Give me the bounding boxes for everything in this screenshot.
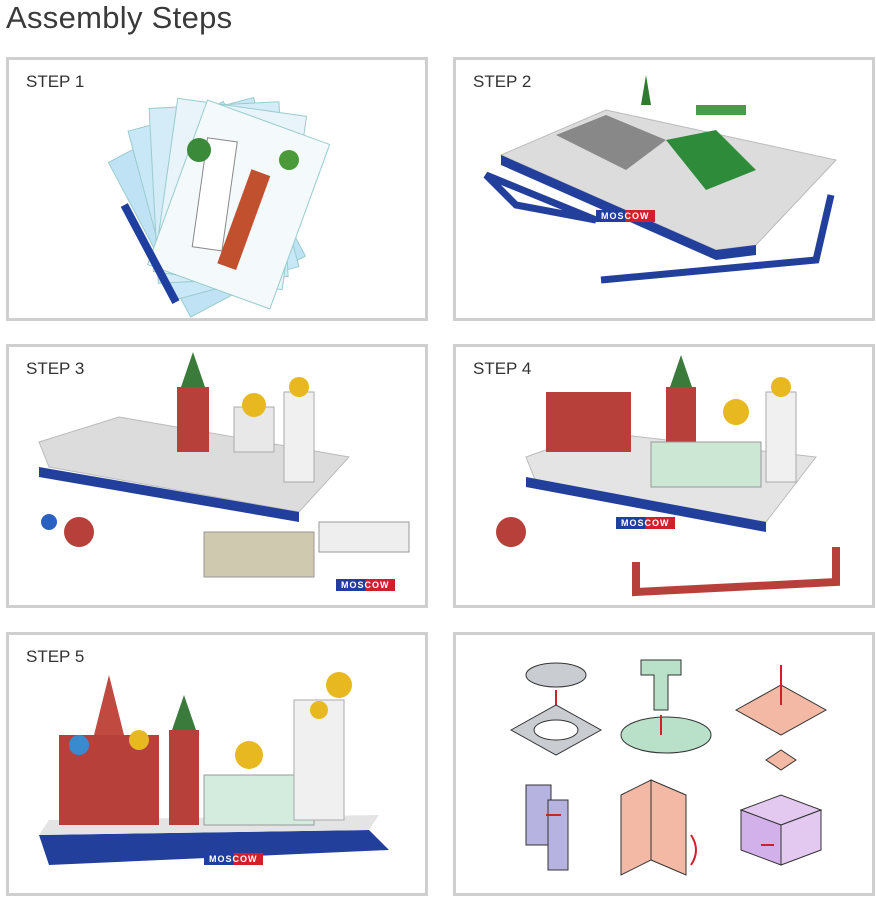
- moscow-badge: MOSCOW: [616, 517, 675, 529]
- fold-tab-icon: [620, 779, 697, 876]
- step-1-panel: STEP 1: [6, 57, 428, 321]
- step-5-panel: STEP 5 MOSCOW: [6, 632, 428, 896]
- cross-tab-insert-icon: [734, 665, 828, 771]
- round-tab-insert-icon: [509, 662, 603, 756]
- completed-model-image: [39, 672, 389, 865]
- step-4-panel: STEP 4 MOSCOW: [453, 344, 875, 608]
- t-tab-insert-icon: [620, 659, 712, 754]
- step-1-label: STEP 1: [26, 72, 85, 91]
- step-3-panel: STEP 3 MOSCOW: [6, 344, 428, 608]
- step-4-label: STEP 4: [473, 359, 532, 378]
- assembly-instructions-panel: [453, 632, 875, 896]
- base-board-image: [483, 75, 837, 284]
- puzzle-sheets-image: [107, 96, 331, 318]
- partial-assembly-image: [38, 352, 410, 578]
- box-corner-icon: [739, 794, 823, 866]
- step-2-label: STEP 2: [473, 72, 532, 91]
- step-5-label: STEP 5: [26, 647, 85, 666]
- page-title: Assembly Steps: [6, 0, 233, 35]
- step-3-label: STEP 3: [26, 359, 85, 378]
- moscow-badge: MOSCOW: [204, 853, 263, 865]
- step-2-panel: STEP 2 MOSCOW: [453, 57, 875, 321]
- moscow-badge: MOSCOW: [596, 210, 655, 222]
- interlock-slot-icon: [525, 784, 569, 871]
- tab-slot-instructions-diagram: [509, 659, 828, 876]
- near-complete-assembly-image: [496, 355, 840, 597]
- moscow-badge: MOSCOW: [336, 579, 395, 591]
